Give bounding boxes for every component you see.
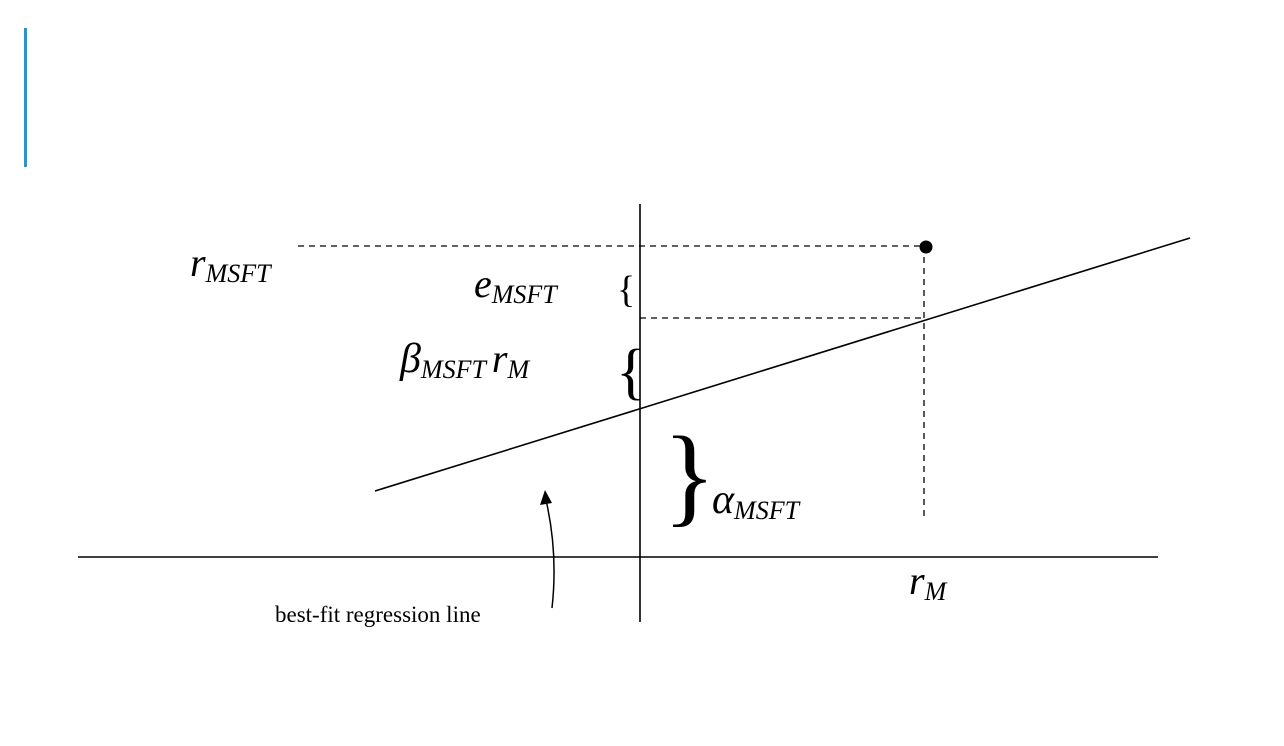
arrow-shaft <box>545 499 555 609</box>
regression-line <box>374 237 1191 492</box>
label-regression-line: best-fit regression line <box>275 602 481 627</box>
label-r-m: rM <box>909 558 948 606</box>
data-point <box>919 240 933 254</box>
accent-bar <box>24 28 27 167</box>
alpha-brace: } <box>663 414 716 536</box>
label-e-msft: eMSFT <box>474 261 558 309</box>
arrow-head <box>540 490 552 505</box>
label-alpha-msft: αMSFT <box>712 477 801 525</box>
beta-brace: { <box>616 338 646 406</box>
label-r-msft: rMSFT <box>190 240 272 288</box>
e-brace: { <box>617 269 635 311</box>
